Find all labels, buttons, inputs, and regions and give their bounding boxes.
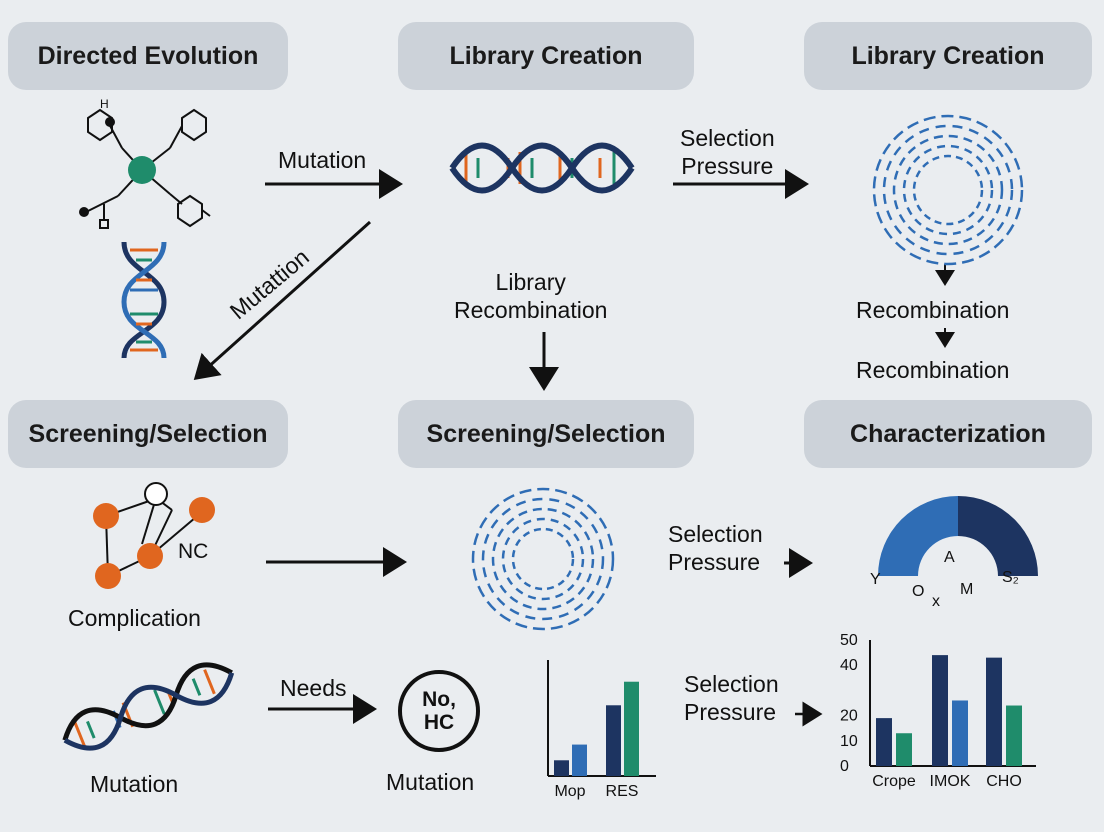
header-screening-1: Screening/Selection: [8, 400, 288, 468]
chart2-bar: [896, 733, 912, 766]
header-characterization: Characterization: [804, 400, 1092, 468]
chart2-x-tick: IMOK: [930, 773, 971, 790]
arrow-mutation-diag: [193, 220, 372, 381]
gauge-letter-x: x: [932, 593, 940, 610]
chart1-x-tick: RES: [606, 783, 639, 800]
chart2-bar: [1006, 705, 1022, 766]
header-library-creation-1: Library Creation: [398, 22, 694, 90]
gauge-letter-y: Y: [870, 571, 881, 588]
gauge-letter-m: M: [960, 581, 973, 598]
label-mutation-bottom-mid: Mutation: [386, 769, 475, 795]
chart1-x-tick: Mop: [554, 783, 585, 800]
label-nc: NC: [178, 540, 209, 563]
gauge-icon: A Y O x M S₂: [870, 496, 1038, 610]
label-complication: Complication: [68, 605, 201, 631]
no-hc-text: No, HC: [422, 688, 456, 734]
chart2-y-tick: 0: [840, 758, 849, 775]
gauge-letter-a: A: [944, 549, 955, 566]
label-selection-pressure-mid: Selection Pressure: [668, 521, 763, 575]
chart2-y-tick: 40: [840, 657, 858, 674]
chart2-y-tick: 20: [840, 708, 858, 725]
chart2-bar: [876, 718, 892, 766]
label-mutation-diagonal: Mutattion: [224, 243, 314, 325]
label-recombination-1: Recombination: [856, 297, 1010, 323]
label-selection-pressure-top: Selection Pressure: [680, 125, 775, 179]
network-molecule-icon: [93, 482, 215, 589]
chart1-bar: [606, 705, 621, 776]
chart2-bar: [932, 655, 948, 766]
chart2-y-tick: 50: [840, 632, 858, 649]
no-hc-circle: No, HC: [398, 670, 480, 752]
chart2-y-tick: 10: [840, 733, 858, 750]
screening-rings-icon: [471, 487, 615, 631]
dna-diagonal-icon: [62, 662, 235, 751]
header-library-creation-2: Library Creation: [804, 22, 1092, 90]
header-directed-evolution: Directed Evolution: [8, 22, 288, 90]
label-mutation-bottom-left: Mutation: [90, 771, 179, 797]
header-screening-2: Screening/Selection: [398, 400, 694, 468]
dna-horizontal-icon: [449, 142, 635, 194]
bar-chart-1: Mop RES: [547, 660, 656, 800]
molecule-icon: H: [79, 97, 211, 229]
gauge-letter-s2: S₂: [1002, 569, 1019, 586]
chart1-bar: [554, 760, 569, 776]
chart2-bar: [952, 700, 968, 766]
chart2-x-tick: Crope: [872, 773, 916, 790]
chart2-bar: [986, 657, 1002, 766]
label-recombination-2: Recombination: [856, 357, 1010, 383]
molecule-h-text: H: [100, 97, 109, 111]
chart1-bar: [572, 744, 587, 776]
label-selection-pressure-bottom: Selection Pressure: [684, 671, 779, 725]
label-needs: Needs: [280, 675, 347, 701]
dna-vertical-icon: [121, 241, 167, 359]
library-rings-icon: [872, 114, 1024, 266]
chart2-x-tick: CHO: [986, 773, 1022, 790]
chart1-bar: [624, 681, 639, 776]
label-library-recombination: Library Recombination: [454, 269, 608, 323]
gauge-letter-o: O: [912, 583, 924, 600]
label-mutation-top: Mutation: [278, 147, 367, 173]
